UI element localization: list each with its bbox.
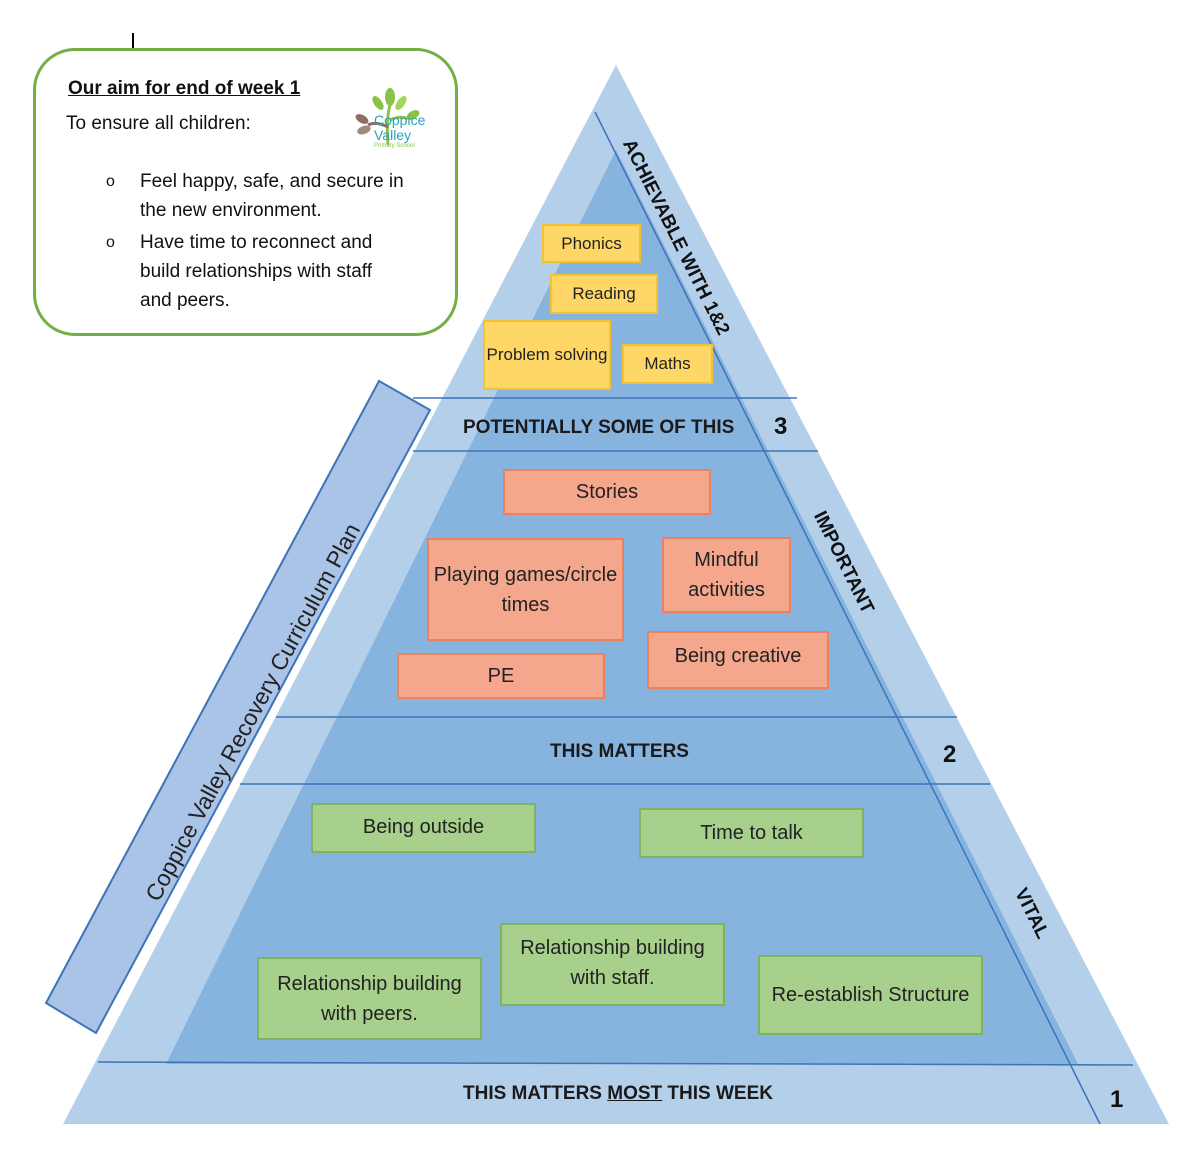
level-1-number: 1 xyxy=(1110,1086,1124,1113)
level-3-band-label: POTENTIALLY SOME OF THIS xyxy=(463,417,735,438)
re-establish-structure-box: Re-establish Structure xyxy=(758,955,983,1035)
time-to-talk-box: Time to talk xyxy=(639,808,864,858)
mindful-activities-box: Mindful activities xyxy=(662,537,791,613)
level-3-number: 3 xyxy=(774,413,788,440)
playing-games-box: Playing games/circle times xyxy=(427,538,624,641)
maths-box: Maths xyxy=(622,344,713,384)
relationship-peers-box: Relationship building with peers. xyxy=(257,957,482,1040)
aim-intro: To ensure all children: xyxy=(66,113,251,134)
aim-title: Our aim for end of week 1 xyxy=(68,78,301,99)
level-2-number: 2 xyxy=(943,741,957,768)
logo-tagline: Primary School xyxy=(374,143,415,149)
bullet-icon: o xyxy=(106,234,115,251)
being-outside-box: Being outside xyxy=(311,803,536,853)
being-creative-box: Being creative xyxy=(647,631,829,689)
stories-box: Stories xyxy=(503,469,711,515)
level-divider xyxy=(594,111,1101,1125)
relationship-staff-box: Relationship building with staff. xyxy=(500,923,725,1006)
reading-box: Reading xyxy=(550,274,658,314)
band-line xyxy=(97,1061,1134,1066)
side-banner-bar xyxy=(44,379,432,1035)
bullet-icon: o xyxy=(106,173,115,190)
school-logo-icon xyxy=(355,88,420,146)
aim-box: Our aim for end of week 1 To ensure all … xyxy=(33,48,458,336)
phonics-box: Phonics xyxy=(542,224,641,263)
pe-box: PE xyxy=(397,653,605,699)
level-2-band-label: THIS MATTERS xyxy=(550,741,689,762)
problem-solving-box: Problem solving xyxy=(483,320,611,390)
text-cursor xyxy=(132,33,134,61)
level-1-band-label: THIS MATTERS MOST THIS WEEK xyxy=(463,1083,773,1104)
